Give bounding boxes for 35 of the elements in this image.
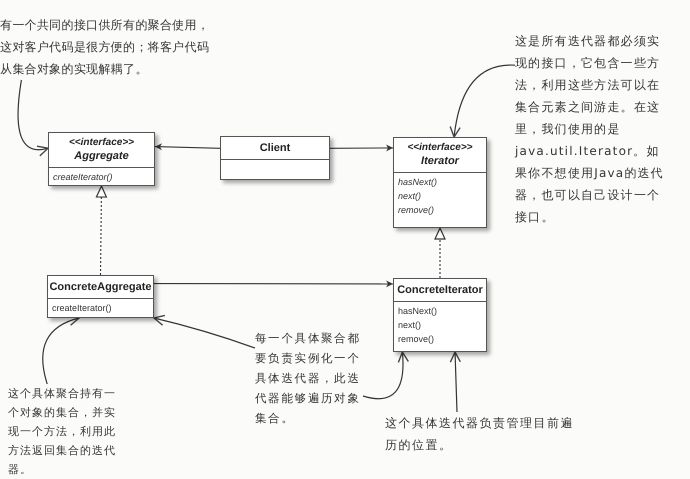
leader-arrow bbox=[17, 80, 49, 156]
association-arrow bbox=[154, 143, 220, 150]
interface-stereotype: <<interface>> bbox=[68, 137, 134, 149]
class-name: Iterator bbox=[421, 154, 459, 168]
annotation-text: 这是所有迭代器都必须实现的接口，它包含一些方法，利用这些方法可以在集合元素之间游走。在这里，我们使用的是java.util.Iterator。如果你不想使用Java的迭代器，也可以自己设计一个接口。 bbox=[515, 30, 665, 228]
association-arrow bbox=[330, 144, 393, 152]
annotation-text: 这个具体聚合持有一个对象的集合，并实现一个方法，利用此方法返回集合的迭代器。 bbox=[8, 384, 120, 479]
method-name: next() bbox=[398, 319, 422, 331]
annotation-text: 这个具体迭代器负责管理目前遍历的位置。 bbox=[385, 412, 585, 456]
class-box bbox=[393, 137, 487, 228]
leader-arrow bbox=[450, 64, 515, 138]
method-name: remove() bbox=[398, 333, 434, 345]
class-name: Aggregate bbox=[74, 149, 129, 163]
realization-arrow bbox=[96, 185, 107, 275]
annotation-text: 每一个具体聚合都要负责实例化一个具体迭代器，此迭代器能够遍历对象集合。 bbox=[255, 328, 363, 428]
leader-arrow bbox=[362, 351, 409, 400]
class-name: Client bbox=[260, 141, 290, 155]
method-name: createIterator() bbox=[52, 302, 112, 314]
method-name: createIterator() bbox=[53, 171, 113, 183]
leader-arrow bbox=[153, 314, 256, 349]
realization-arrow bbox=[434, 227, 446, 278]
class-name: ConcreteIterator bbox=[397, 283, 483, 297]
class-box bbox=[48, 132, 155, 186]
class-box bbox=[393, 278, 487, 352]
method-name: hasNext() bbox=[398, 176, 438, 188]
interface-stereotype: <<interface>> bbox=[407, 142, 473, 154]
class-box bbox=[47, 275, 154, 318]
method-name: hasNext() bbox=[398, 305, 438, 317]
association-arrow bbox=[154, 280, 393, 288]
leader-arrow bbox=[450, 351, 462, 412]
class-name: ConcreteAggregate bbox=[49, 280, 152, 294]
method-name: next() bbox=[398, 190, 422, 202]
annotation-text: 有一个共同的接口供所有的聚合使用，这对客户代码是很方便的；将客户代码从集合对象的实现解耦了。 bbox=[0, 14, 214, 80]
class-box bbox=[220, 136, 330, 180]
method-name: remove() bbox=[398, 204, 434, 216]
